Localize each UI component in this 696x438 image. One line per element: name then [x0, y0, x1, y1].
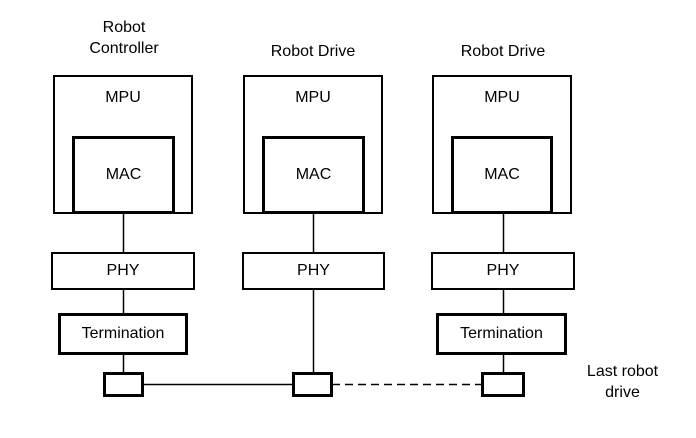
- unit3-mac-box: MAC: [451, 136, 553, 214]
- unit1-termination-box: Termination: [58, 313, 188, 355]
- unit2-mpu-box: MPU MAC: [243, 75, 383, 214]
- unit2-port-box: [292, 372, 333, 397]
- unit3-port-box: [481, 372, 525, 397]
- unit3-mpu-label: MPU: [484, 89, 520, 106]
- unit2-mac-box: MAC: [262, 136, 365, 214]
- unit3-phy-box: PHY: [431, 252, 575, 290]
- unit1-phy-label: PHY: [106, 262, 140, 279]
- unit1-port-box: [103, 372, 144, 397]
- unit2-mac-label: MAC: [295, 166, 332, 183]
- unit1-title: Robot Controller: [89, 19, 159, 57]
- unit3-termination-label: Termination: [460, 325, 543, 342]
- unit1-mac-label: MAC: [105, 166, 142, 183]
- unit3-mpu-box: MPU MAC: [432, 75, 572, 214]
- unit3-termination-box: Termination: [436, 313, 567, 355]
- unit2-phy-label: PHY: [297, 262, 330, 279]
- unit1-mpu-label: MPU: [105, 89, 141, 106]
- unit3-mac-label: MAC: [484, 166, 520, 183]
- unit1-mpu-box: MPU MAC: [53, 75, 193, 214]
- unit2-mpu-label: MPU: [295, 89, 331, 106]
- unit3-title: Robot Drive: [460, 43, 546, 60]
- unit1-mac-box: MAC: [72, 136, 175, 214]
- unit3-phy-label: PHY: [486, 262, 520, 279]
- unit2-phy-box: PHY: [242, 252, 385, 290]
- unit1-phy-box: PHY: [51, 252, 195, 290]
- last-robot-drive-label: Last robot drive: [586, 363, 659, 401]
- unit2-title: Robot Drive: [270, 43, 356, 60]
- unit1-termination-label: Termination: [81, 325, 165, 342]
